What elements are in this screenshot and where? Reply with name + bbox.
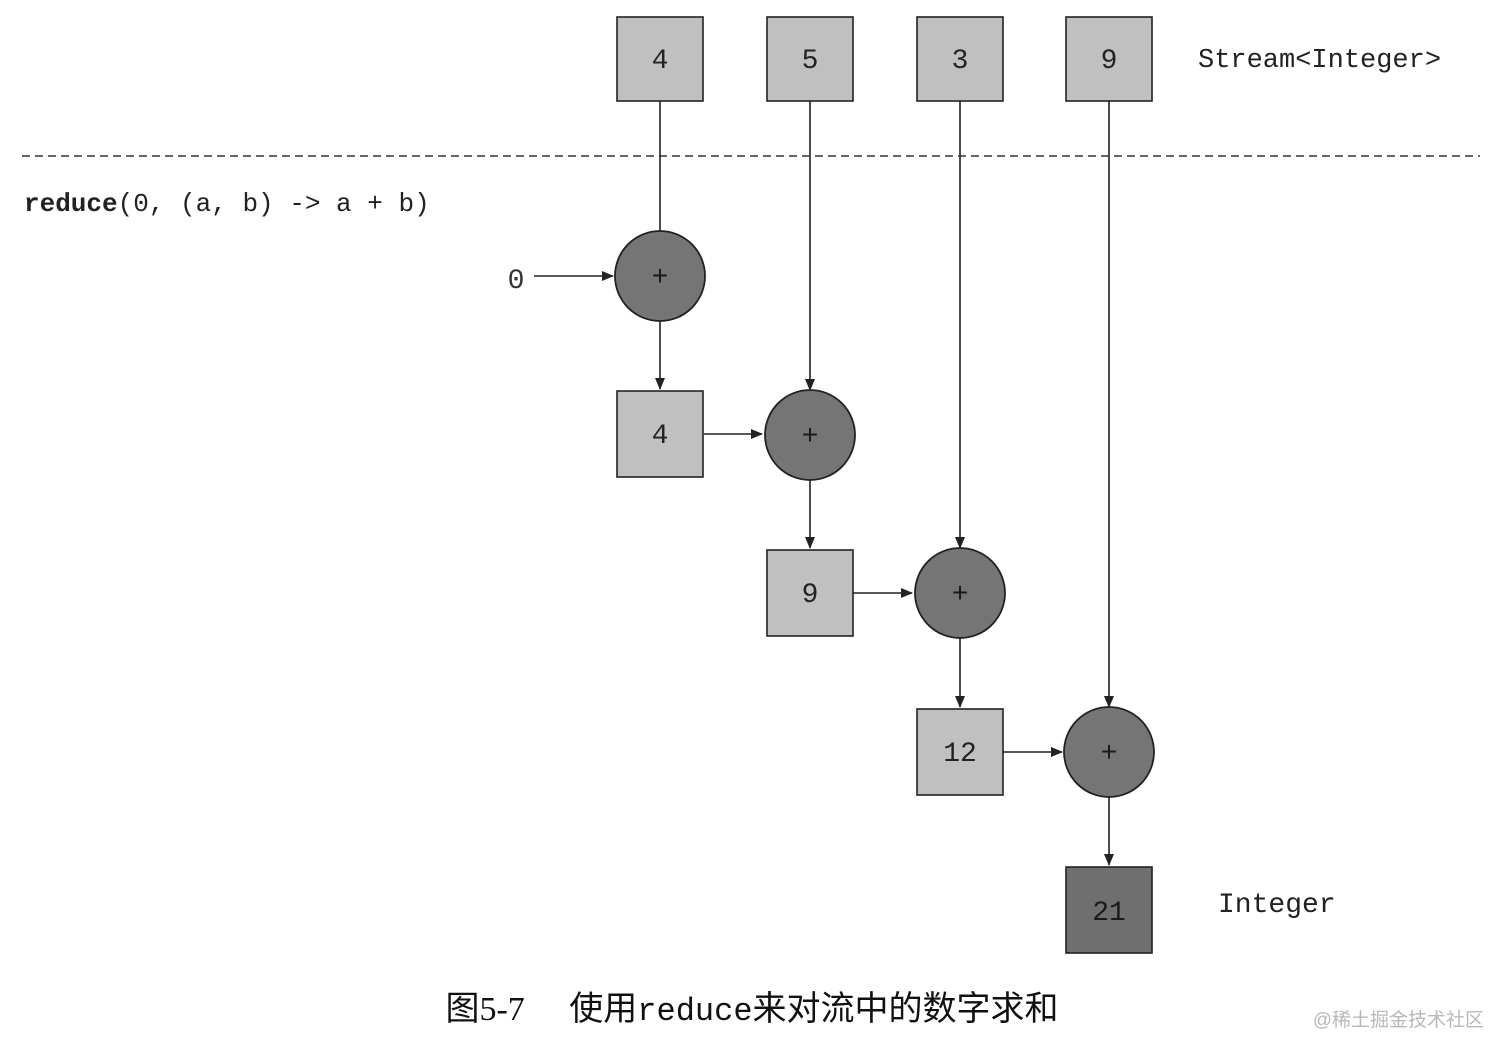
plus-icon: + xyxy=(952,580,969,611)
stream-element-box xyxy=(1065,16,1153,102)
partial-result-value: 4 xyxy=(652,421,669,452)
final-result-value: 21 xyxy=(1092,898,1126,929)
reduce-keyword: reduce xyxy=(24,189,118,219)
operator-node: + xyxy=(614,230,706,322)
caption-gap xyxy=(561,991,570,1028)
final-result: 21 xyxy=(1065,866,1153,954)
stream-element: 5 xyxy=(766,16,854,102)
plus-icon: + xyxy=(652,263,669,294)
operator-node: + xyxy=(1063,706,1155,798)
reduce-expression: reduce(0, (a, b) -> a + b) xyxy=(24,189,430,219)
reduce-arguments: (0, (a, b) -> a + b) xyxy=(118,189,430,219)
operator-nodes: + + + + xyxy=(614,230,1155,798)
connectors xyxy=(534,101,1114,866)
stream-element: 9 xyxy=(1065,16,1153,102)
stream-element-box xyxy=(766,16,854,102)
plus-icon: + xyxy=(1101,739,1118,770)
stream-element-box xyxy=(616,16,704,102)
operator-circle xyxy=(914,547,1006,639)
stream-element: 3 xyxy=(916,16,1004,102)
partial-result: 9 xyxy=(766,549,854,637)
stream-element-value: 3 xyxy=(952,46,969,77)
partial-result-box xyxy=(916,708,1004,796)
figure-number: 图5-7 xyxy=(445,991,524,1028)
partial-result: 12 xyxy=(916,708,1004,796)
figure-caption: 图5-7 使用reduce来对流中的数字求和 xyxy=(445,990,1058,1030)
operator-circle xyxy=(614,230,706,322)
stream-element: 4 xyxy=(616,16,704,102)
operator-circle xyxy=(1063,706,1155,798)
partial-result-box xyxy=(766,549,854,637)
partial-result-value: 12 xyxy=(943,739,977,770)
partial-result-box xyxy=(616,390,704,478)
operator-circle xyxy=(764,389,856,481)
operator-node: + xyxy=(764,389,856,481)
result-type-label: Integer xyxy=(1218,890,1336,921)
operator-node: + xyxy=(914,547,1006,639)
watermark: @稀土掘金技术社区 xyxy=(1313,1009,1484,1031)
caption-prefix: 使用 xyxy=(569,990,637,1028)
partial-result-value: 9 xyxy=(802,580,819,611)
caption-code: reduce xyxy=(637,993,752,1030)
stream-element-value: 4 xyxy=(652,46,669,77)
partial-results: 4 9 12 xyxy=(616,390,1004,796)
final-result-box xyxy=(1065,866,1153,954)
stream-element-box xyxy=(916,16,1004,102)
partial-result: 4 xyxy=(616,390,704,478)
caption-suffix: 来对流中的数字求和 xyxy=(753,990,1059,1028)
initial-value: 0 xyxy=(508,266,525,297)
stream-element-value: 5 xyxy=(802,46,819,77)
stream-elements: 4 5 3 9 xyxy=(616,16,1153,102)
plus-icon: + xyxy=(802,422,819,453)
stream-type-label: Stream<Integer> xyxy=(1198,46,1441,76)
stream-element-value: 9 xyxy=(1101,46,1118,77)
